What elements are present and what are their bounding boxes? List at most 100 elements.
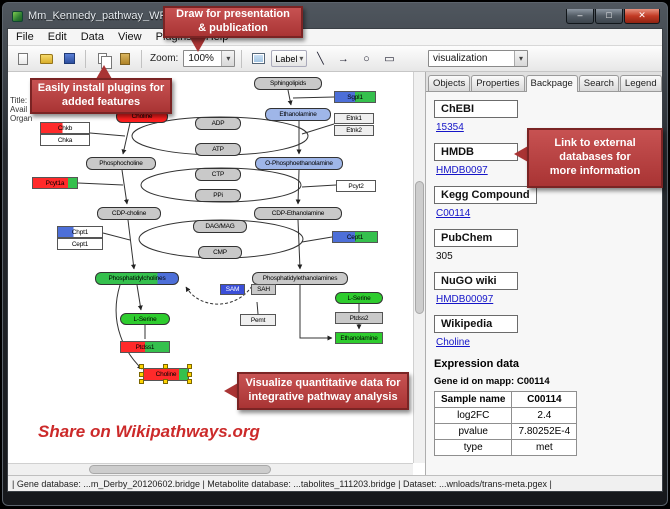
node-chkb[interactable]: Chkb — [40, 122, 90, 134]
node-adp[interactable]: ADP — [195, 117, 241, 130]
node-cmp[interactable]: CMP — [198, 246, 242, 259]
visualization-select[interactable]: visualization ▾ — [428, 50, 528, 67]
visualization-value: visualization — [433, 53, 488, 64]
new-file-button[interactable] — [13, 49, 33, 69]
database-header: ChEBI — [434, 100, 518, 118]
selection-handle[interactable] — [139, 371, 144, 377]
database-link[interactable]: HMDB00097 — [436, 294, 494, 305]
node-ptdss1[interactable]: Ptdss1 — [120, 341, 170, 353]
menu-file[interactable]: File — [16, 31, 34, 43]
pathway-edge — [299, 285, 333, 341]
selection-handle[interactable] — [139, 379, 144, 384]
node-phosphocholine[interactable]: Phosphocholine — [86, 157, 156, 170]
database-value: 305 — [436, 251, 453, 262]
pathway-edge — [121, 122, 131, 155]
selection-handle[interactable] — [187, 379, 192, 384]
paste-button[interactable] — [115, 49, 135, 69]
tab-legend[interactable]: Legend — [619, 75, 662, 91]
node-etnk1[interactable]: Etnk1 — [334, 113, 374, 124]
node-phosphatidylethanolamines[interactable]: Phosphatidylethanolamines — [252, 272, 348, 285]
node-ctp[interactable]: CTP — [195, 168, 241, 181]
table-cell: pvalue — [433, 423, 513, 440]
node-sphingolipids[interactable]: Sphingolipids — [254, 77, 322, 90]
callout-draw-presentation: Draw for presentation & publication — [163, 6, 303, 38]
node-l-serine-left[interactable]: L-Serine — [120, 313, 170, 325]
node-cdp-ethanolamine[interactable]: CDP-Ethanolamine — [254, 207, 342, 220]
vertical-scrollbar[interactable] — [413, 72, 425, 463]
menu-view[interactable]: View — [117, 31, 142, 43]
title-bar[interactable]: Mm_Kennedy_pathway_WP1771_45176.gp... – … — [12, 6, 660, 26]
node-sgpl1[interactable]: Sgpl1 — [334, 91, 376, 103]
selection-handle[interactable] — [163, 364, 168, 369]
horizontal-scroll-thumb[interactable] — [89, 465, 272, 474]
pathway-edge — [301, 184, 337, 188]
horizontal-scrollbar[interactable] — [8, 463, 413, 475]
pathway-edge — [89, 132, 126, 137]
node-pcyt1a[interactable]: Pcyt1a — [32, 177, 78, 189]
database-link[interactable]: Choline — [436, 337, 470, 348]
vertical-scroll-thumb[interactable] — [415, 181, 424, 315]
selection-handle[interactable] — [187, 364, 192, 369]
node-pcyt2[interactable]: Pcyt2 — [336, 180, 376, 192]
chevron-down-icon: ▾ — [221, 51, 235, 66]
save-button[interactable] — [59, 49, 79, 69]
toolbar: Zoom: 100% ▾ Label ▾ ╲ → ○ ▭ visualizati… — [8, 46, 662, 72]
ellipse-tool-button[interactable]: ○ — [356, 49, 376, 69]
node-pemt[interactable]: Pemt — [240, 314, 276, 326]
selection-handle[interactable] — [139, 364, 144, 369]
pathway-edge — [140, 167, 302, 203]
minimize-button[interactable]: – — [566, 8, 594, 24]
node-ethanolamine-top[interactable]: Ethanolamine — [265, 108, 331, 121]
tab-objects[interactable]: Objects — [428, 75, 471, 91]
table-cell: type — [433, 439, 513, 456]
node-o-phosphoethanolamine[interactable]: O-Phosphoethanolamine — [255, 157, 343, 170]
line-icon: ╲ — [317, 53, 324, 65]
node-sam[interactable]: SAM — [220, 284, 245, 295]
tab-properties[interactable]: Properties — [471, 75, 525, 91]
line-tool-button[interactable]: ╲ — [310, 49, 330, 69]
datanode-tool-button[interactable] — [248, 49, 268, 69]
expression-data-title: Expression data — [434, 358, 519, 370]
rect-tool-button[interactable]: ▭ — [379, 49, 399, 69]
database-link[interactable]: C00114 — [436, 208, 471, 219]
maximize-button[interactable]: □ — [595, 8, 623, 24]
tab-search[interactable]: Search — [578, 75, 619, 91]
node-cept1-left[interactable]: Cept1 — [57, 238, 103, 250]
menu-edit[interactable]: Edit — [47, 31, 67, 43]
pathway-edge — [295, 169, 301, 205]
zoom-select[interactable]: 100% ▾ — [183, 50, 236, 67]
node-ppi[interactable]: PPi — [195, 189, 241, 202]
node-dag[interactable]: DAG/MAG — [193, 220, 247, 233]
menu-data[interactable]: Data — [80, 31, 104, 43]
selection-handle[interactable] — [163, 379, 168, 384]
arrow-tool-button[interactable]: → — [333, 49, 353, 69]
tab-backpage[interactable]: Backpage — [525, 75, 578, 92]
open-button[interactable] — [36, 49, 56, 69]
node-sah[interactable]: SAH — [251, 284, 276, 295]
pathway-edge — [77, 182, 124, 186]
label-tool-button[interactable]: Label ▾ — [271, 50, 308, 67]
chevron-down-icon: ▾ — [299, 54, 304, 63]
selection-handle[interactable] — [187, 371, 192, 377]
callout-install-plugins: Easily install plugins for added feature… — [30, 78, 172, 114]
node-ethanolamine-bottom[interactable]: Ethanolamine — [335, 332, 383, 344]
node-chpt1[interactable]: Chpt1 — [57, 226, 103, 238]
close-button[interactable]: ✕ — [624, 8, 660, 24]
node-etnk2[interactable]: Etnk2 — [334, 125, 374, 136]
canvas-side-label: Title: — [10, 96, 28, 105]
node-ptdss2[interactable]: Ptdss2 — [335, 312, 383, 324]
database-link[interactable]: HMDB0097 — [436, 165, 488, 176]
database-link[interactable]: 15354 — [436, 122, 464, 133]
node-chka[interactable]: Chka — [40, 134, 90, 146]
node-atp[interactable]: ATP — [195, 143, 241, 156]
callout-visualize-data: Visualize quantitative data for integrat… — [237, 372, 409, 410]
node-l-serine-right[interactable]: L-Serine — [335, 292, 383, 304]
node-cept1-right[interactable]: Cept1 — [332, 231, 378, 243]
node-cdp-choline[interactable]: CDP-choline — [97, 207, 161, 220]
callout-external-databases: Link to external databases for more info… — [527, 128, 663, 188]
node-phosphatidylcholines[interactable]: Phosphatidylcholines — [95, 272, 179, 285]
